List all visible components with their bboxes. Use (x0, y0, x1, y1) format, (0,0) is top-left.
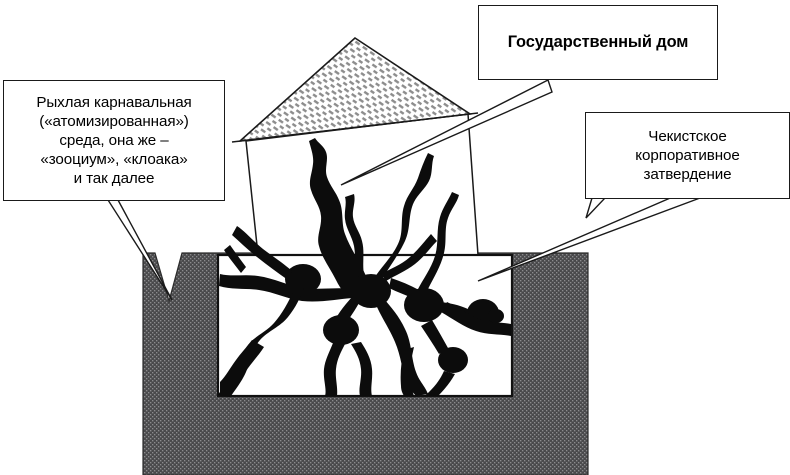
callout-chekist-corporate-hardening-text: Чекистское корпоративное затвердение (635, 127, 740, 184)
callout-loose-carnival-environment: Рыхлая карнавальная («атомизированная») … (3, 80, 225, 201)
callout-pointers (106, 79, 701, 301)
callout-loose-carnival-environment-text: Рыхлая карнавальная («атомизированная») … (36, 93, 192, 188)
callout-state-house: Государственный дом (478, 5, 718, 80)
callout-chekist-corporate-hardening: Чекистское корпоративное затвердение (585, 112, 790, 199)
callout-state-house-text: Государственный дом (507, 33, 689, 52)
black-network-blobs (218, 138, 511, 397)
